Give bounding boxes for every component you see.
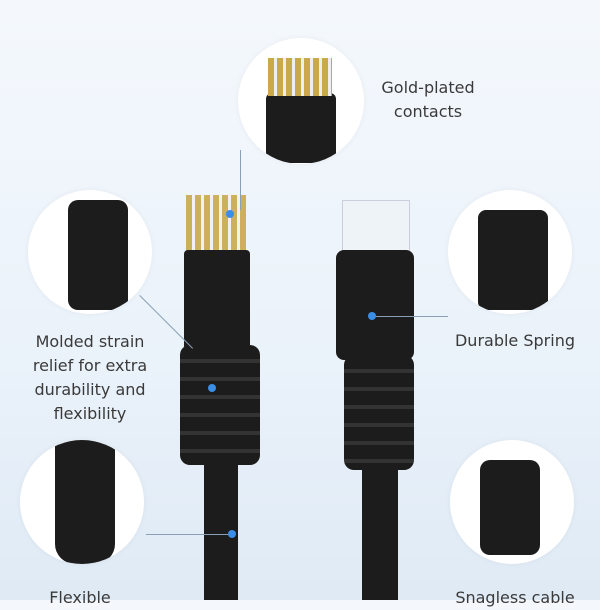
- label-flexible: Flexible: [49, 588, 111, 607]
- dot-strain: [208, 384, 216, 392]
- dot-gold: [226, 210, 234, 218]
- label-line: durability and: [34, 380, 146, 399]
- spring-closeup: [448, 190, 572, 314]
- label-gold-plated: Gold-plated contacts: [360, 76, 496, 124]
- callout-line-flexible: [146, 534, 232, 535]
- snagless-closeup: [450, 440, 574, 564]
- strain-relief-closeup: [28, 190, 152, 314]
- gold-contacts-closeup: [238, 38, 364, 164]
- callout-line-gold: [240, 150, 241, 210]
- label-line: Molded strain: [35, 332, 145, 351]
- dot-flexible: [228, 530, 236, 538]
- label-strain-relief: Molded strain relief for extra durabilit…: [10, 330, 170, 426]
- label-line: relief for extra: [32, 356, 148, 375]
- label-line: contacts: [393, 102, 463, 121]
- label-snagless: Snagless cable: [455, 588, 575, 607]
- label-line: flexibility: [53, 404, 127, 423]
- dot-spring: [368, 312, 376, 320]
- flexible-cable-closeup: [20, 440, 144, 564]
- label-line: Gold-plated: [381, 78, 475, 97]
- callout-line-spring: [372, 316, 448, 317]
- label-durable-spring: Durable Spring: [454, 331, 575, 350]
